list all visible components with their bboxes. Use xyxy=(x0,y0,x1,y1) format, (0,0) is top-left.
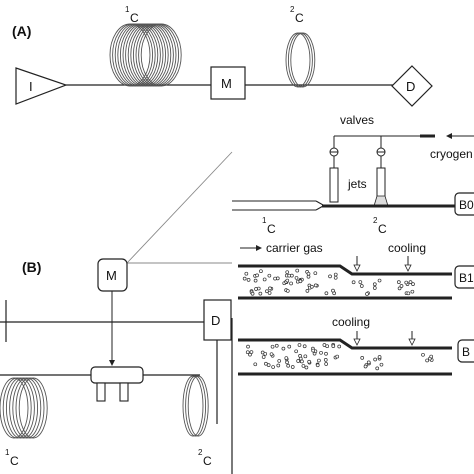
b1-badge xyxy=(454,265,474,289)
column-1-superscript: 1 xyxy=(125,5,130,14)
valves-label: valves xyxy=(340,113,374,127)
panel-a: (A) I 1 C M 2 C D xyxy=(12,5,433,107)
zoom-line-upper xyxy=(126,151,233,264)
cooling-b2-label: cooling xyxy=(332,315,370,329)
b-column-2-coil-icon xyxy=(182,375,209,437)
b0-badge-label: B0 xyxy=(459,198,474,212)
b2-tube-top xyxy=(238,338,452,350)
cooling-b1-label: cooling xyxy=(388,241,426,255)
b1-cooling-arrow-2 xyxy=(404,256,412,272)
carrier-arrow-head xyxy=(256,245,262,251)
b2-badge-label: B xyxy=(462,345,470,359)
carrier-gas-label: carrier gas xyxy=(266,241,323,255)
b-detector-label: D xyxy=(211,313,220,328)
column-2-coil-icon xyxy=(285,32,316,88)
panel-b: (B) M D 1 C 2 C xyxy=(0,151,233,474)
modulator-box xyxy=(210,66,246,100)
cryogen-arrow-head xyxy=(446,133,452,139)
b-column-1-label: C xyxy=(10,454,19,468)
cryogen-label: cryogen xyxy=(430,147,473,161)
b0-col1-label: C xyxy=(267,222,276,236)
b-column-2-superscript: 2 xyxy=(198,448,203,457)
b-jet-right xyxy=(119,382,129,402)
b1-badge-label: B1 xyxy=(459,271,474,285)
b1-cooling-arrow-1 xyxy=(353,256,361,272)
modulator-label: M xyxy=(221,76,232,91)
column-1-label: C xyxy=(130,11,139,25)
b1-analyte-particles xyxy=(242,268,415,296)
column-1-coil-icon xyxy=(109,23,182,87)
b2-analyte-particles xyxy=(245,343,434,371)
b0-col2-label: C xyxy=(378,222,387,236)
modulator-detail: valves cryogen jets 1 C 2 C B0 carrier g… xyxy=(232,113,474,376)
panel-a-label: (A) xyxy=(12,23,31,39)
column-2-superscript: 2 xyxy=(290,5,295,14)
b2-badge xyxy=(457,339,474,363)
b0-col2-superscript: 2 xyxy=(373,216,378,225)
b1-tube-top xyxy=(238,264,452,276)
b0-col1-superscript: 1 xyxy=(262,216,267,225)
b2-cooling-arrow-2 xyxy=(408,331,416,346)
b-jet-left xyxy=(96,382,106,402)
detector-diamond xyxy=(391,65,433,107)
b-column-1-superscript: 1 xyxy=(5,448,10,457)
b-arrow-head xyxy=(109,360,115,366)
b-column-2-label: C xyxy=(203,454,212,468)
b-column-1-coil-icon xyxy=(0,377,48,439)
b-modulator-label: M xyxy=(106,268,117,283)
jets-label: jets xyxy=(347,177,367,191)
injector-triangle xyxy=(15,67,68,105)
injector-label: I xyxy=(29,79,33,94)
column-2-label: C xyxy=(295,11,304,25)
b-jet-device xyxy=(90,366,144,384)
jet-1 xyxy=(329,167,339,203)
b0-badge xyxy=(454,192,474,216)
b2-cooling-arrow-1 xyxy=(353,331,361,346)
detector-label: D xyxy=(406,79,415,94)
panel-b-label: (B) xyxy=(22,259,41,275)
